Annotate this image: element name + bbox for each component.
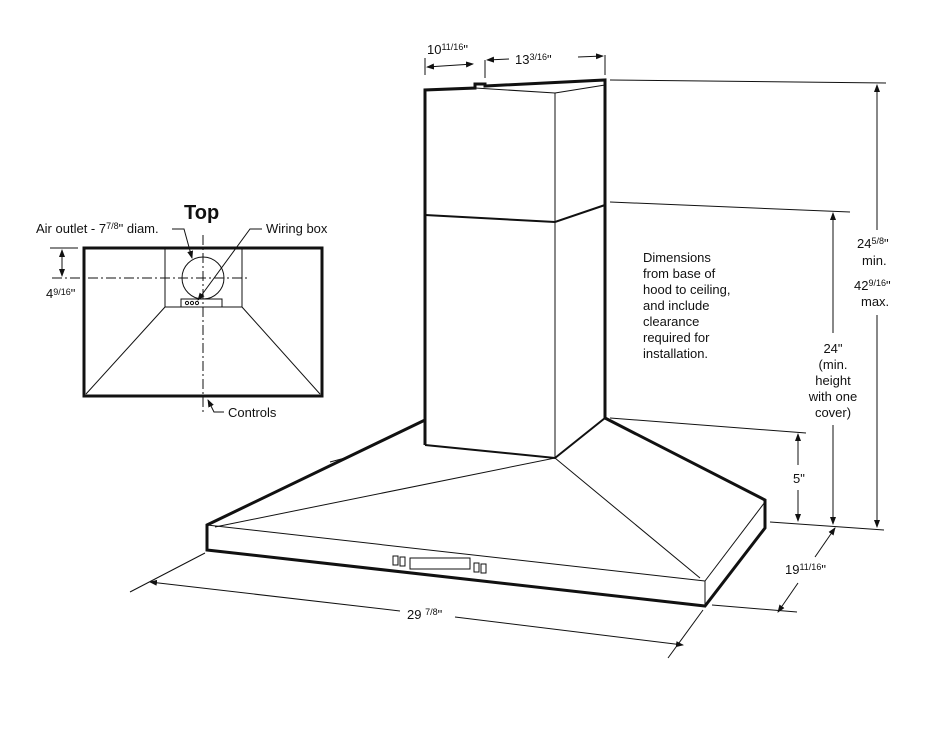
svg-text:hood to ceiling,: hood to ceiling, [643, 282, 730, 297]
wiring-box-holes [184, 300, 200, 306]
wiring-box-leader [197, 228, 262, 301]
chimney-depth-label: 1011/16" [427, 42, 468, 57]
upper-chimney-top-edge [474, 87, 556, 94]
wiring-box [180, 298, 223, 308]
control-button[interactable] [473, 562, 480, 573]
controls-label: Controls [228, 405, 277, 420]
dimensions: 1011/16" 133/16" 245/8" min. 429/16" max… [129, 42, 891, 659]
svg-text:cover): cover) [815, 405, 851, 420]
wiring-box-label: Wiring box [266, 221, 328, 236]
installation-note: Dimensions from base of hood to ceiling,… [643, 250, 730, 361]
control-display [409, 557, 471, 570]
canopy-base-front-top [206, 524, 706, 582]
top-view-title: Top [184, 202, 219, 224]
upper-chimney-outline [423, 78, 607, 215]
canopy-edge-left [85, 306, 166, 395]
control-button[interactable] [399, 556, 406, 567]
max-label: max. [861, 294, 889, 309]
top-view: Top Air outlet - 77/8" diam. Wiring box … [36, 202, 328, 420]
svg-text:with one: with one [808, 389, 857, 404]
svg-text:required for: required for [643, 330, 710, 345]
svg-text:24": 24" [823, 341, 842, 356]
hood-perspective [205, 78, 767, 608]
canopy-front-edges [214, 457, 701, 579]
min-label: min. [862, 253, 887, 268]
canopy-edge-right [241, 306, 321, 395]
upper-chimney-top-edge-right [554, 84, 606, 94]
min-height-label: 245/8" [857, 236, 889, 251]
chimney-width-label: 133/16" [515, 52, 552, 67]
control-button[interactable] [480, 563, 487, 574]
svg-text:from base of: from base of [643, 266, 716, 281]
chimney-base [424, 417, 606, 460]
svg-text:and include: and include [643, 298, 710, 313]
offset-dimension-label: 49/16" [46, 286, 76, 301]
svg-text:height: height [815, 373, 851, 388]
control-panel[interactable] [392, 555, 487, 574]
canopy-highlight [329, 457, 346, 463]
svg-text:(min.: (min. [819, 357, 848, 372]
height-24-label: 24" (min. height with one cover) [808, 341, 857, 420]
control-button[interactable] [392, 555, 399, 566]
air-outlet-leader [172, 228, 194, 259]
depth-label: 1911/16" [785, 562, 826, 577]
svg-text:installation.: installation. [643, 346, 708, 361]
chimney-joint [424, 204, 606, 224]
canopy-base-side-top [704, 501, 766, 582]
chimney-depth-arrow [426, 61, 474, 70]
width-label: 29 7/8" [407, 607, 443, 622]
controls-leader [207, 399, 224, 413]
max-height-label: 429/16" [854, 278, 891, 293]
air-outlet-label: Air outlet - 77/8" diam. [36, 221, 159, 236]
svg-text:clearance: clearance [643, 314, 699, 329]
svg-text:Dimensions: Dimensions [643, 250, 711, 265]
canopy-height-label: 5" [793, 471, 805, 486]
